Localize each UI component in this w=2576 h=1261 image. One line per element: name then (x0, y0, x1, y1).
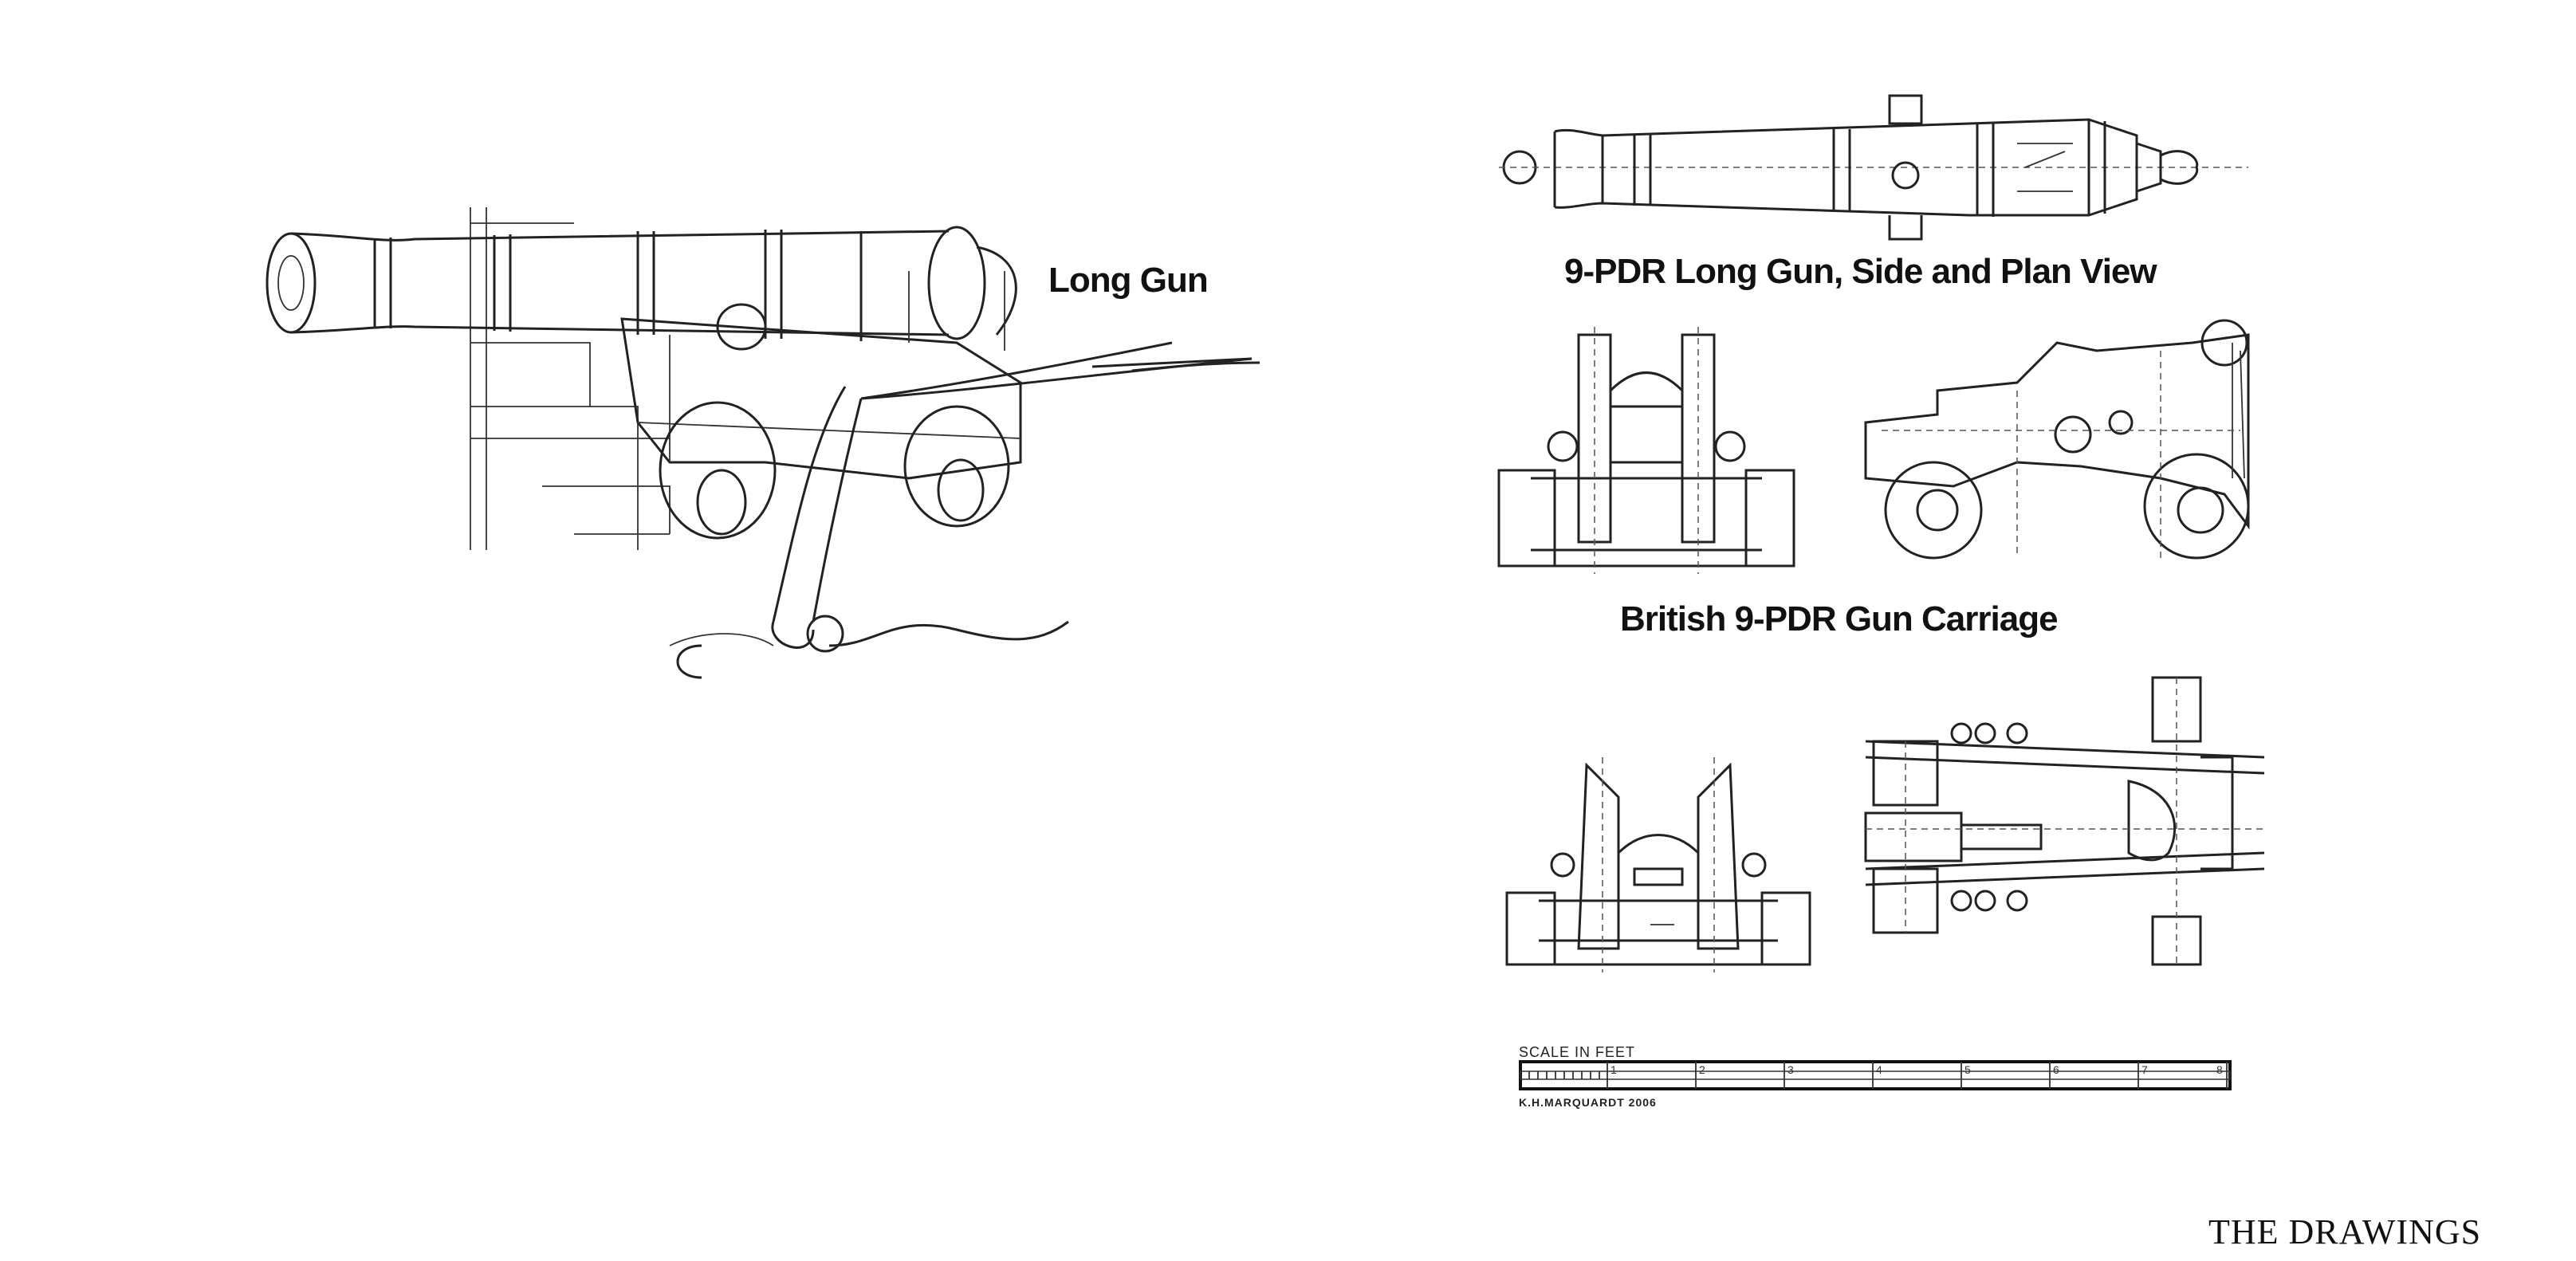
long-gun-side-view-drawing (1499, 94, 2248, 241)
carriage-plan-view-drawing (1864, 676, 2265, 966)
scale-tick-4: 4 (1876, 1063, 1882, 1076)
scale-bar (1519, 1060, 2232, 1090)
scale-tick-8: 8 (2216, 1063, 2223, 1076)
scale-tick-5: 5 (1964, 1063, 1971, 1076)
caption-carriage: British 9-PDR Gun Carriage (1620, 599, 2059, 638)
scale-tick-6: 6 (2053, 1063, 2059, 1076)
section-title: THE DRAWINGS (2208, 1212, 2482, 1251)
scale-tick-1: 1 (1610, 1063, 1617, 1076)
scale-tick-3: 3 (1787, 1063, 1794, 1076)
scale-tick-7: 7 (2141, 1063, 2148, 1076)
caption-side-plan: 9-PDR Long Gun, Side and Plan View (1564, 252, 2157, 291)
caption-long-gun: Long Gun (1048, 261, 1209, 300)
carriage-front-view-drawing (1497, 327, 1795, 574)
scale-tick-2: 2 (1699, 1063, 1705, 1076)
carriage-rear-view-drawing (1505, 757, 1811, 972)
carriage-side-view-drawing (1864, 319, 2250, 560)
scale-label: SCALE IN FEET (1519, 1044, 1636, 1060)
long-gun-perspective-drawing (265, 207, 1260, 679)
drawing-credit: K.H.MARQUARDT 2006 (1519, 1096, 1657, 1109)
